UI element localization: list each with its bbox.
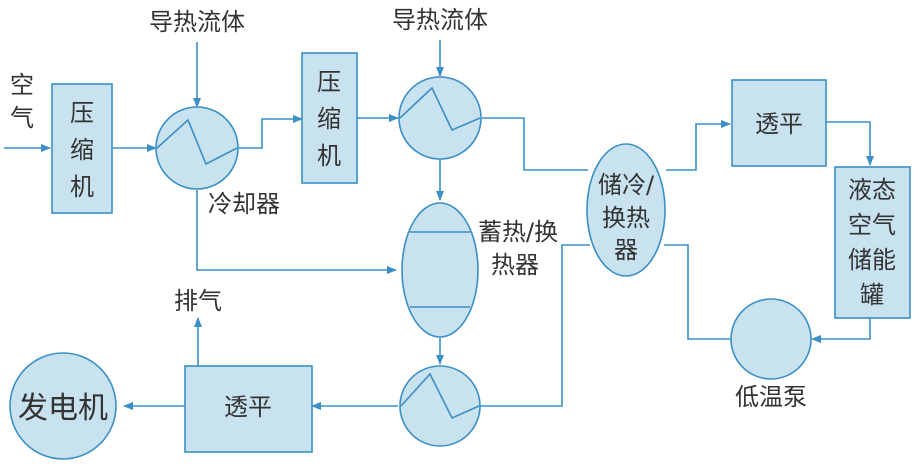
compressor2-label-1: 压 [317,68,341,96]
compressor-2 [301,52,358,184]
heat-exchanger-3 [399,365,481,447]
expander-top-label: 透平 [755,110,803,138]
heat-exchanger-2 [398,76,482,160]
cooler-to-storage-arrow [196,190,397,274]
cold-storage-exchanger [586,143,666,277]
compressor2-label-3: 机 [317,142,341,170]
expander-top [731,79,827,167]
cold-storage-label-3: 器 [614,236,638,264]
heat-storage-label-1: 蓄热/换 [478,218,558,246]
tank-label-4: 罐 [860,281,884,309]
compressor1-label-3: 机 [70,173,94,201]
fluid2-label: 导热流体 [392,6,488,34]
cold-storage-to-hx3-line [480,244,590,407]
cooler [155,106,239,190]
expander-bottom [184,365,313,453]
tank-label-2: 空气 [848,211,896,239]
tank-label-1: 液态 [848,176,896,204]
air-label-1: 空 [10,71,34,99]
compressor2-label-2: 缩 [317,105,341,133]
expander-to-tank-arrow [826,121,874,166]
tank-to-pump-arrow [811,318,871,343]
cooler-label: 冷却器 [208,190,280,218]
compressor1-label-1: 压 [70,99,94,127]
cold-storage-label-1: 储冷/ [598,171,655,199]
cold-storage-to-expander-arrow [666,120,731,171]
compressor-1 [51,83,113,214]
cryogenic-pump [730,298,812,380]
heat-storage-label-2: 热器 [491,251,539,279]
connection-lines [4,40,874,410]
cold-storage-label-2: 换热 [602,204,650,232]
generator-label: 发电机 [18,391,108,426]
exhaust-label: 排气 [174,287,222,315]
liquid-air-tank [834,166,911,319]
fluid1-label: 导热流体 [149,8,245,36]
pump-label: 低温泵 [735,383,807,411]
compressor1-label-2: 缩 [70,136,94,164]
generator [9,352,117,460]
cooler-to-compressor2-arrow [238,115,303,149]
hx2-to-cold-storage-line [482,117,588,171]
heat-storage-exchanger [401,202,479,338]
air-label-2: 气 [10,104,34,132]
pump-to-cold-storage-line [664,244,731,340]
tank-label-3: 储能 [848,246,896,274]
expander-bottom-label: 透平 [224,393,272,421]
